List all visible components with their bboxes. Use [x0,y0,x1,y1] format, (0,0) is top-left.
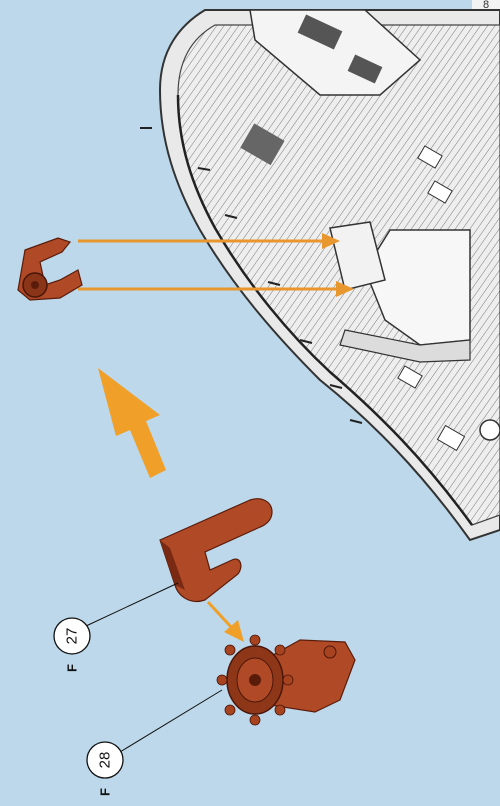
assembly-arrow-small-line [208,602,232,628]
direction-arrow-large [98,368,166,478]
part-28-wheel-hub [249,674,261,686]
callout-28-letter: F [98,788,113,796]
assembled-part-hub [31,281,39,289]
deck-fitting-round [480,420,500,440]
ship-hull [140,10,500,540]
part-27-arm [160,499,272,602]
callout-27-number: 27 [64,628,81,645]
part-27-bracket [160,499,272,602]
part-28-post [324,646,336,658]
callout-27: 27 F [54,618,90,672]
callout-27-letter: F [65,664,80,672]
callout-28: 28 F [87,742,123,796]
assembled-part-small [18,238,82,300]
callout-28-number: 28 [97,752,114,769]
callout-27-leader [86,583,178,626]
assembly-arrow-small [208,602,244,642]
part-28-wheel-assembly [217,635,355,725]
callout-28-leader [120,690,222,752]
